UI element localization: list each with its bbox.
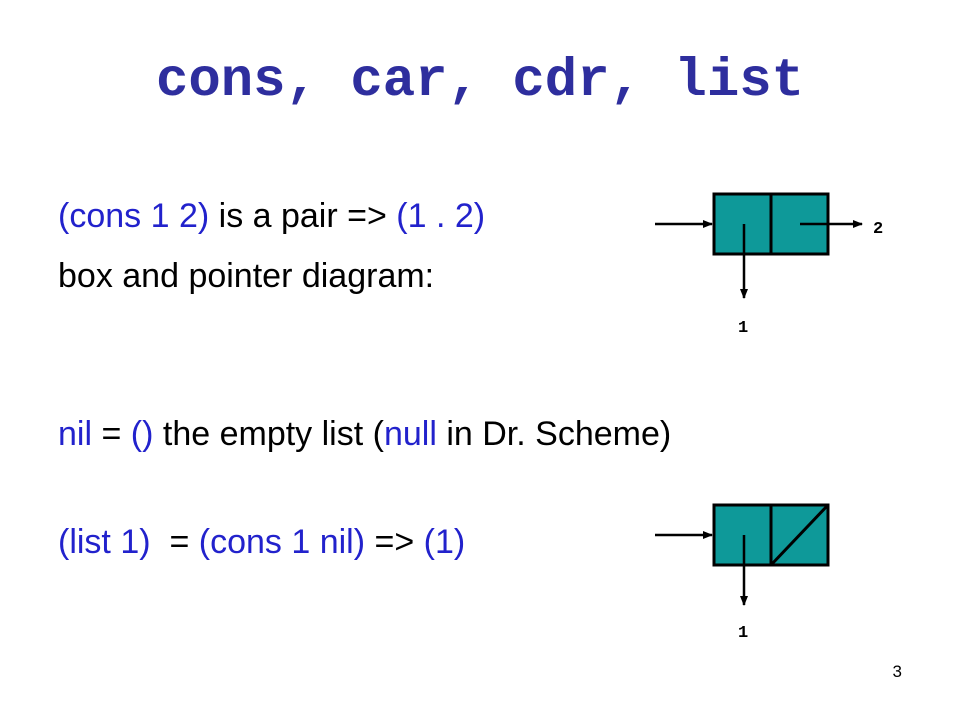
pair-result: (1 . 2) xyxy=(396,197,486,235)
list-result: (1) xyxy=(423,523,466,561)
empty-parens: () xyxy=(130,415,154,453)
arrow-text: => xyxy=(365,523,424,561)
slide-title: cons, car, cdr, list xyxy=(155,51,805,112)
car-value-label-2: 1 xyxy=(738,624,748,643)
equals-text: = xyxy=(92,415,131,453)
nil-slash xyxy=(769,503,830,567)
car-value-label: 1 xyxy=(738,319,748,338)
empty-list-text: the empty list ( xyxy=(153,415,384,453)
cons-pair-line: (cons 1 2) is a pair => (1 . 2) xyxy=(58,196,485,236)
page-number: 3 xyxy=(892,662,902,681)
pair-text: is a pair => xyxy=(209,197,397,235)
nil-line: nil = () the empty list (null in Dr. Sch… xyxy=(58,414,671,454)
list-diagram: 1 xyxy=(655,503,830,643)
equals-text-2: = xyxy=(150,523,199,561)
cons-expression: (cons 1 2) xyxy=(58,197,210,235)
list-line: (list 1) = (cons 1 nil) => (1) xyxy=(58,522,465,562)
list-expression: (list 1) xyxy=(58,523,151,561)
cons-nil-expression: (cons 1 nil) xyxy=(198,523,366,561)
cdr-value-label: 2 xyxy=(873,220,883,239)
null-keyword: null xyxy=(383,415,437,453)
nil-keyword: nil xyxy=(58,415,93,453)
box-pointer-line: box and pointer diagram: xyxy=(58,257,435,295)
cons-pair-diagram: 2 1 xyxy=(655,192,883,338)
dr-scheme-text: in Dr. Scheme) xyxy=(436,415,672,453)
